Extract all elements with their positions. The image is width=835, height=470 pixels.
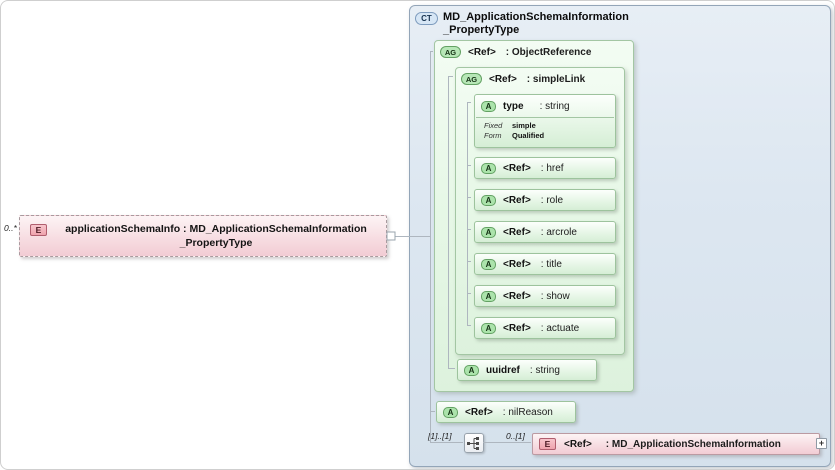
element-type: : MD_ApplicationSchemaInformation <box>605 438 781 450</box>
sequence-compositor[interactable] <box>464 433 484 453</box>
attribute-box-actuate[interactable]: A <Ref> : actuate <box>474 317 616 339</box>
complex-type-icon: CT <box>415 12 438 25</box>
attribute-type: : title <box>540 258 562 270</box>
attribute-box-title[interactable]: A <Ref> : title <box>474 253 616 275</box>
sequence-right-cardinality: 0..[1] <box>506 431 525 441</box>
element-box-applicationSchemaInfo[interactable]: E applicationSchemaInfo : MD_Application… <box>19 215 387 257</box>
attribute-box-role[interactable]: A <Ref> : role <box>474 189 616 211</box>
attribute-name: uuidref <box>486 364 520 376</box>
attribute-box-href[interactable]: A <Ref> : href <box>474 157 616 179</box>
attribute-type: : nilReason <box>502 406 553 418</box>
attribute-name: <Ref> <box>503 258 531 270</box>
element-box-ref-md-applicationschemainformation[interactable]: E <Ref> : MD_ApplicationSchemaInformatio… <box>532 433 820 455</box>
attribute-box-arcrole[interactable]: A <Ref> : arcrole <box>474 221 616 243</box>
attribute-group-objectreference[interactable]: AG <Ref> : ObjectReference AG <Ref> : si… <box>434 40 634 392</box>
expand-button[interactable]: + <box>816 438 827 449</box>
element-label: applicationSchemaInfo : MD_ApplicationSc… <box>52 223 380 250</box>
attribute-icon: A <box>481 194 496 206</box>
attribute-type: : actuate <box>540 322 580 334</box>
attribute-icon: A <box>481 290 496 302</box>
attribute-type: : show <box>540 290 570 302</box>
facet-value: simple <box>512 121 536 130</box>
attribute-box-show[interactable]: A <Ref> : show <box>474 285 616 307</box>
element-label-line1: applicationSchemaInfo : MD_ApplicationSc… <box>65 223 367 235</box>
attribute-icon: A <box>481 322 496 334</box>
facet-row: Form Qualified <box>484 131 614 141</box>
element-label-line2: _PropertyType <box>179 236 253 249</box>
facet-label: Form <box>484 130 502 140</box>
attribute-box-nilreason[interactable]: A <Ref> : nilReason <box>436 401 576 423</box>
attribute-name: <Ref> <box>503 322 531 334</box>
complex-type-title-line1: MD_ApplicationSchemaInformation <box>443 11 629 23</box>
attribute-name: <Ref> <box>503 162 531 174</box>
connector-handle[interactable] <box>386 231 396 241</box>
attribute-type: : role <box>540 194 564 206</box>
element-icon: E <box>30 224 47 236</box>
complex-type-box[interactable]: CT MD_ApplicationSchemaInformation _Prop… <box>409 5 831 467</box>
attribute-group-name: <Ref> <box>468 46 496 58</box>
sequence-left-cardinality: [1]..[1] <box>428 431 452 441</box>
facet-row: Fixed simple <box>484 121 614 131</box>
sequence-icon <box>467 437 479 450</box>
attribute-row: A type : string <box>475 95 615 117</box>
attribute-group-name: <Ref> <box>489 73 517 85</box>
facet-label: Fixed <box>484 121 503 130</box>
attribute-group-type: : simpleLink <box>526 73 586 85</box>
attribute-group-type: : ObjectReference <box>505 46 592 58</box>
attribute-group-objectreference-header: AG <Ref> : ObjectReference <box>435 41 633 63</box>
complex-type-title-line2: _PropertyType <box>443 23 520 36</box>
complex-type-title: MD_ApplicationSchemaInformation _Propert… <box>443 11 629 36</box>
attribute-icon: A <box>481 162 496 174</box>
attribute-group-simplelink-header: AG <Ref> : simpleLink <box>456 68 624 90</box>
attribute-icon: A <box>481 258 496 270</box>
attribute-type: : href <box>540 162 564 174</box>
attribute-type: : string <box>529 364 560 376</box>
attribute-name: <Ref> <box>503 194 531 206</box>
attribute-name: <Ref> <box>503 290 531 302</box>
attribute-group-icon: AG <box>440 46 461 58</box>
attribute-icon: A <box>481 226 496 238</box>
attribute-icon: A <box>464 364 479 376</box>
attribute-group-icon: AG <box>461 73 482 85</box>
element-icon: E <box>539 438 556 450</box>
attribute-group-simplelink[interactable]: AG <Ref> : simpleLink A type : string Fi… <box>455 67 625 355</box>
attribute-box-type[interactable]: A type : string Fixed simple Form Qualif… <box>474 94 616 148</box>
attribute-icon: A <box>481 100 496 112</box>
facet-value: Qualified <box>512 130 545 140</box>
element-cardinality: 0..* <box>4 223 17 233</box>
attribute-name: <Ref> <box>503 226 531 238</box>
attribute-box-uuidref[interactable]: A uuidref : string <box>457 359 597 381</box>
attribute-name: <Ref> <box>465 406 493 418</box>
attribute-type: : arcrole <box>540 226 577 238</box>
attribute-name: type <box>503 100 524 112</box>
attribute-type: : string <box>539 100 570 112</box>
complex-type-header: CT MD_ApplicationSchemaInformation _Prop… <box>410 6 830 36</box>
element-name: <Ref> <box>564 438 592 450</box>
attribute-facets: Fixed simple Form Qualified <box>476 117 614 140</box>
attribute-icon: A <box>443 406 458 418</box>
